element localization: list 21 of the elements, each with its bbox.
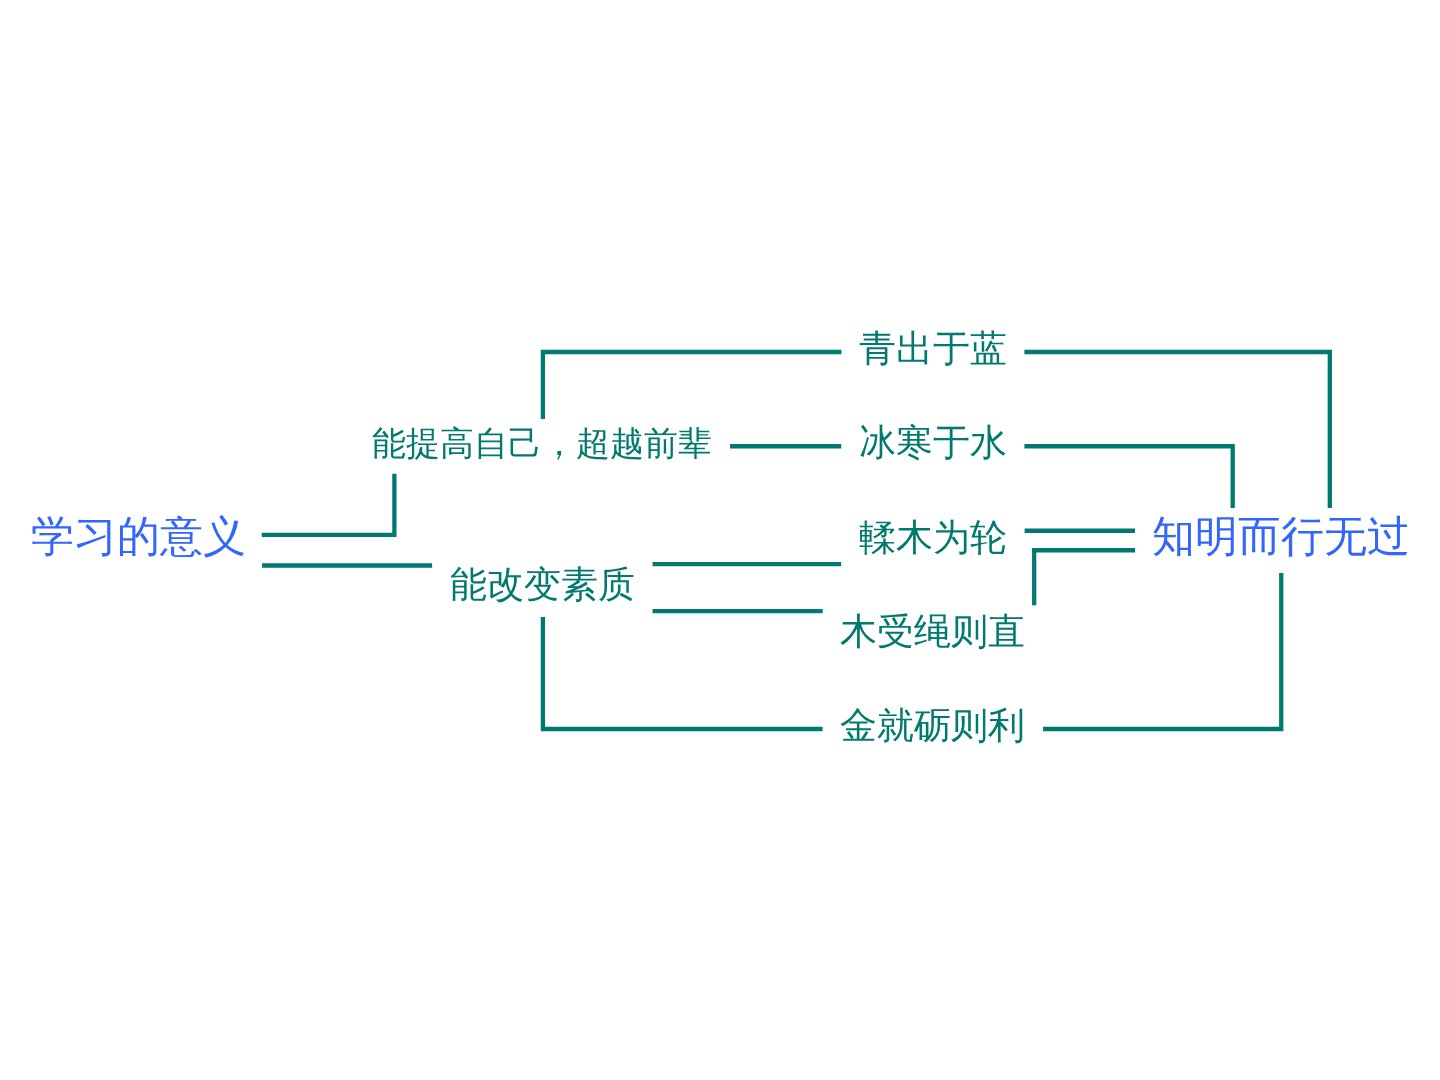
node-text: 能改变素质 <box>449 562 635 606</box>
node-text: 能提高自己，超越前辈 <box>372 422 713 463</box>
connector <box>1024 443 1235 508</box>
node-text: 金就砺则利 <box>840 703 1026 747</box>
connector <box>1024 528 1135 533</box>
connector <box>652 608 823 613</box>
connector <box>540 616 823 731</box>
connector <box>652 561 842 566</box>
connector <box>730 443 842 448</box>
connector <box>262 562 433 568</box>
node-text: 青出于蓝 <box>858 326 1007 370</box>
node-text: 冰寒于水 <box>858 420 1007 464</box>
node-text: 輮木为轮 <box>858 515 1007 558</box>
connector <box>540 349 842 419</box>
node-text: 学习的意义 <box>30 510 246 561</box>
connector <box>1032 547 1136 605</box>
connector <box>1043 572 1284 731</box>
node-text: 知明而行无过 <box>1151 510 1410 561</box>
connector <box>1024 349 1332 508</box>
node-text: 木受绳则直 <box>840 609 1026 653</box>
connector <box>261 473 397 537</box>
